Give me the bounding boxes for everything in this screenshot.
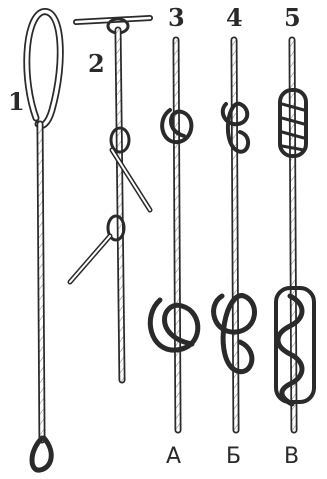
label-number-2: 2	[88, 52, 105, 76]
label-letter-b: Б	[226, 446, 241, 468]
knot-column-c	[276, 40, 314, 430]
label-number-1: 1	[8, 90, 25, 114]
rope-2-hitches	[70, 18, 150, 380]
label-letter-a: А	[166, 446, 181, 468]
knot-column-a	[150, 40, 198, 430]
label-letter-c: В	[284, 446, 299, 468]
knot-column-b	[214, 40, 255, 430]
label-number-4: 4	[226, 6, 243, 30]
label-number-3: 3	[168, 6, 185, 30]
rope-1-loop	[27, 12, 60, 471]
label-number-5: 5	[284, 6, 301, 30]
